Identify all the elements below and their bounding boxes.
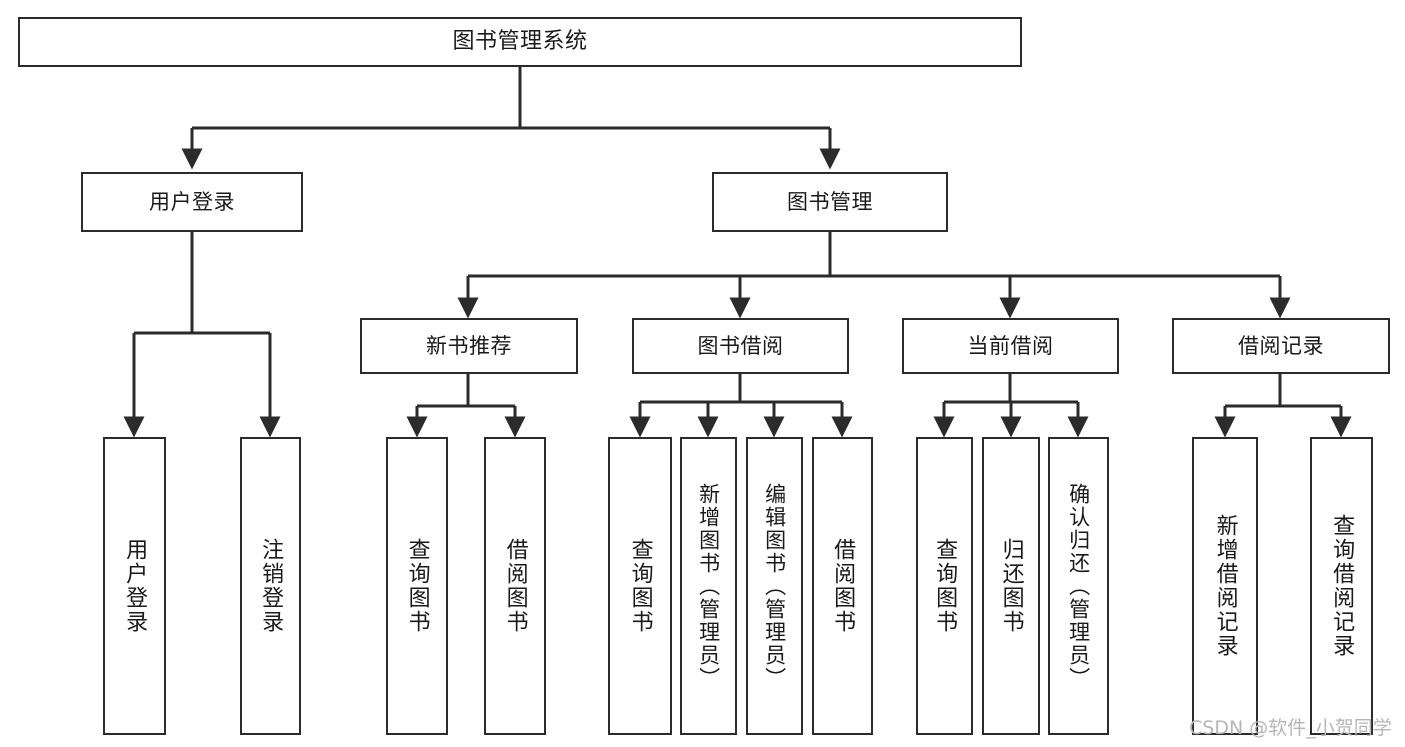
node-label: 图书借阅 (697, 333, 784, 358)
node-label: 新增图书（管理员） (696, 482, 721, 690)
leaf-query-borrow-record[interactable]: 查询借阅记录 (1310, 437, 1373, 735)
leaf-return-book[interactable]: 归还图书 (982, 437, 1040, 735)
leaf-query-book-new[interactable]: 查询图书 (386, 437, 448, 735)
node-label: 当前借阅 (967, 333, 1054, 358)
node-label: 查询图书 (627, 538, 653, 634)
node-label: 用户登录 (149, 189, 235, 214)
node-label: 借阅图书 (502, 538, 528, 634)
node-label: 借阅图书 (830, 538, 856, 634)
node-label: 用户登录 (122, 538, 148, 634)
node-borrow-record[interactable]: 借阅记录 (1172, 318, 1390, 374)
node-label: 注销登录 (258, 538, 284, 634)
leaf-query-book-current[interactable]: 查询图书 (916, 437, 973, 735)
leaf-add-book[interactable]: 新增图书（管理员） (680, 437, 737, 735)
node-label: 图书管理 (787, 189, 873, 214)
node-label: 借阅记录 (1238, 333, 1324, 358)
node-label: 归还图书 (998, 538, 1024, 634)
leaf-borrow-book-borrow[interactable]: 借阅图书 (812, 437, 873, 735)
leaf-query-book-borrow[interactable]: 查询图书 (608, 437, 672, 735)
leaf-confirm-return[interactable]: 确认归还（管理员） (1048, 437, 1109, 735)
csdn-watermark: CSDN @软件_小贺同学 (1189, 717, 1392, 739)
node-label: 查询图书 (404, 538, 430, 634)
node-new-book-recommend[interactable]: 新书推荐 (360, 318, 578, 374)
node-label: 新书推荐 (426, 333, 512, 358)
leaf-user-login[interactable]: 用户登录 (103, 437, 166, 735)
node-label: 新增借阅记录 (1212, 514, 1238, 658)
node-label: 图书管理系统 (452, 29, 588, 55)
node-book-borrow[interactable]: 图书借阅 (632, 318, 849, 374)
node-user-login[interactable]: 用户登录 (81, 172, 303, 232)
leaf-user-logout[interactable]: 注销登录 (240, 437, 301, 735)
leaf-borrow-book-new[interactable]: 借阅图书 (484, 437, 546, 735)
node-book-manage[interactable]: 图书管理 (712, 172, 948, 232)
leaf-edit-book[interactable]: 编辑图书（管理员） (746, 437, 803, 735)
node-label: 查询图书 (932, 538, 958, 634)
node-label: 查询借阅记录 (1329, 514, 1355, 658)
node-label: 确认归还（管理员） (1066, 482, 1091, 690)
node-root-system[interactable]: 图书管理系统 (18, 17, 1022, 67)
node-current-borrow[interactable]: 当前借阅 (902, 318, 1119, 374)
leaf-add-borrow-record[interactable]: 新增借阅记录 (1192, 437, 1258, 735)
node-label: 编辑图书（管理员） (762, 482, 787, 690)
